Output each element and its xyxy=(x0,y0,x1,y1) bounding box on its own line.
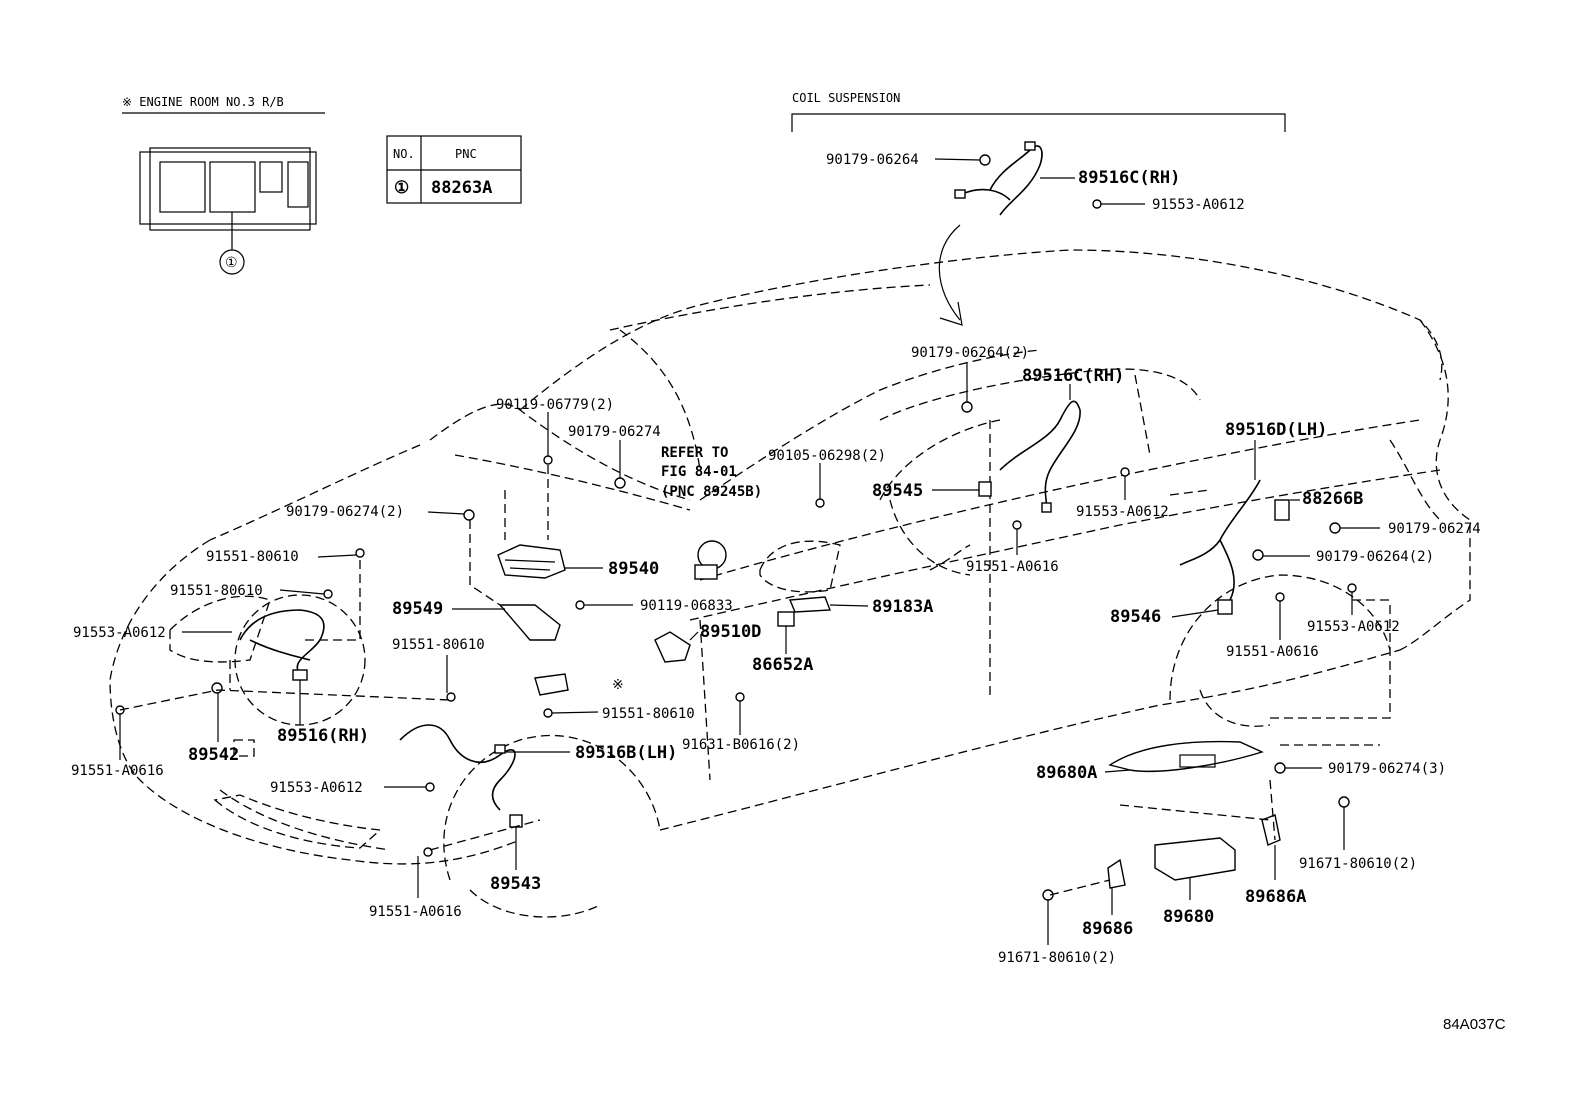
label-89516B-LH: 89516B(LH) xyxy=(575,743,677,763)
label-91551-80610-b: 91551-80610 xyxy=(170,583,263,599)
label-89516D-LH: 89516D(LH) xyxy=(1225,420,1327,440)
label-89545: 89545 xyxy=(872,481,923,501)
label-91551-A0616-right: 91551-A0616 xyxy=(1226,644,1319,660)
ref-mark-module: ※ xyxy=(612,677,624,693)
label-91553-A0612-left: 91553-A0612 xyxy=(73,625,166,641)
label-89546: 89546 xyxy=(1110,607,1161,627)
components xyxy=(115,141,1357,901)
car-outline xyxy=(109,249,1471,918)
label-91553-A0612-right: 91553-A0612 xyxy=(1307,619,1400,635)
refer-line1: REFER TO xyxy=(661,445,728,461)
label-91553-A0612-top: 91553-A0612 xyxy=(1152,197,1245,213)
label-89183A: 89183A xyxy=(872,597,933,617)
label-91551-A0616-low: 91551-A0616 xyxy=(369,904,462,920)
callout-circle-1: ① xyxy=(225,255,238,271)
label-89542: 89542 xyxy=(188,745,239,765)
label-91553-A0612-mid: 91553-A0612 xyxy=(1076,504,1169,520)
label-89549: 89549 xyxy=(392,599,443,619)
label-90179-06274-right: 90179-06274 xyxy=(1388,521,1481,537)
engine-room-title: ※ ENGINE ROOM NO.3 R/B xyxy=(122,95,284,109)
pnc-header-no: NO. xyxy=(393,147,415,161)
label-91551-A0616-mid: 91551-A0616 xyxy=(966,559,1059,575)
label-90119-06779-2: 90119-06779(2) xyxy=(496,397,614,413)
label-89686A: 89686A xyxy=(1245,887,1306,907)
label-91553-A0612-low: 91553-A0612 xyxy=(270,780,363,796)
label-89543: 89543 xyxy=(490,874,541,894)
pnc-row-no: ① xyxy=(394,178,409,198)
label-91551-80610-c: 91551-80610 xyxy=(392,637,485,653)
label-90179-06274-top: 90179-06274 xyxy=(568,424,661,440)
label-89540: 89540 xyxy=(608,559,659,579)
label-88266B: 88266B xyxy=(1302,489,1363,509)
coil-suspension-title: COIL SUSPENSION xyxy=(792,91,900,105)
pnc-table: NO. PNC ① 88263A xyxy=(386,135,522,204)
label-91671-80610-2-left: 91671-80610(2) xyxy=(998,950,1116,966)
label-91631-B0616-2: 91631-B0616(2) xyxy=(682,737,800,753)
refer-line2: FIG 84-01 xyxy=(661,464,737,480)
label-89510D: 89510D xyxy=(700,622,761,642)
label-90179-06264-top: 90179-06264 xyxy=(826,152,919,168)
refer-line3: (PNC 89245B) xyxy=(661,484,762,500)
label-89516C-RH-mid: 89516C(RH) xyxy=(1022,366,1124,386)
label-91551-80610-a: 91551-80610 xyxy=(206,549,299,565)
label-89680: 89680 xyxy=(1163,907,1214,927)
label-86652A: 86652A xyxy=(752,655,813,675)
label-90179-06274-2: 90179-06274(2) xyxy=(286,504,404,520)
leader-lines xyxy=(119,158,1391,945)
pnc-row-pnc: 88263A xyxy=(431,178,492,198)
engine-room-inset: ※ ENGINE ROOM NO.3 R/B ① xyxy=(122,95,325,275)
coil-suspension-group: COIL SUSPENSION xyxy=(791,91,1286,326)
drawing-code: 84A037C xyxy=(1443,1016,1506,1033)
pnc-header-pnc: PNC xyxy=(455,147,477,161)
label-89516C-RH-top: 89516C(RH) xyxy=(1078,168,1180,188)
label-90119-06833: 90119-06833 xyxy=(640,598,733,614)
label-89686: 89686 xyxy=(1082,919,1133,939)
label-90179-06274-3: 90179-06274(3) xyxy=(1328,761,1446,777)
label-90179-06264-2-mid: 90179-06264(2) xyxy=(911,345,1029,361)
label-89680A: 89680A xyxy=(1036,763,1097,783)
part-labels: 90179-06264 89516C(RH) 91553-A0612 90179… xyxy=(71,152,1506,1033)
label-91551-A0616-left: 91551-A0616 xyxy=(71,763,164,779)
label-91671-80610-2-right: 91671-80610(2) xyxy=(1299,856,1417,872)
label-89516-RH: 89516(RH) xyxy=(277,726,369,746)
label-91551-80610-d: 91551-80610 xyxy=(602,706,695,722)
label-90105-06298-2: 90105-06298(2) xyxy=(768,448,886,464)
label-90179-06264-2-right: 90179-06264(2) xyxy=(1316,549,1434,565)
